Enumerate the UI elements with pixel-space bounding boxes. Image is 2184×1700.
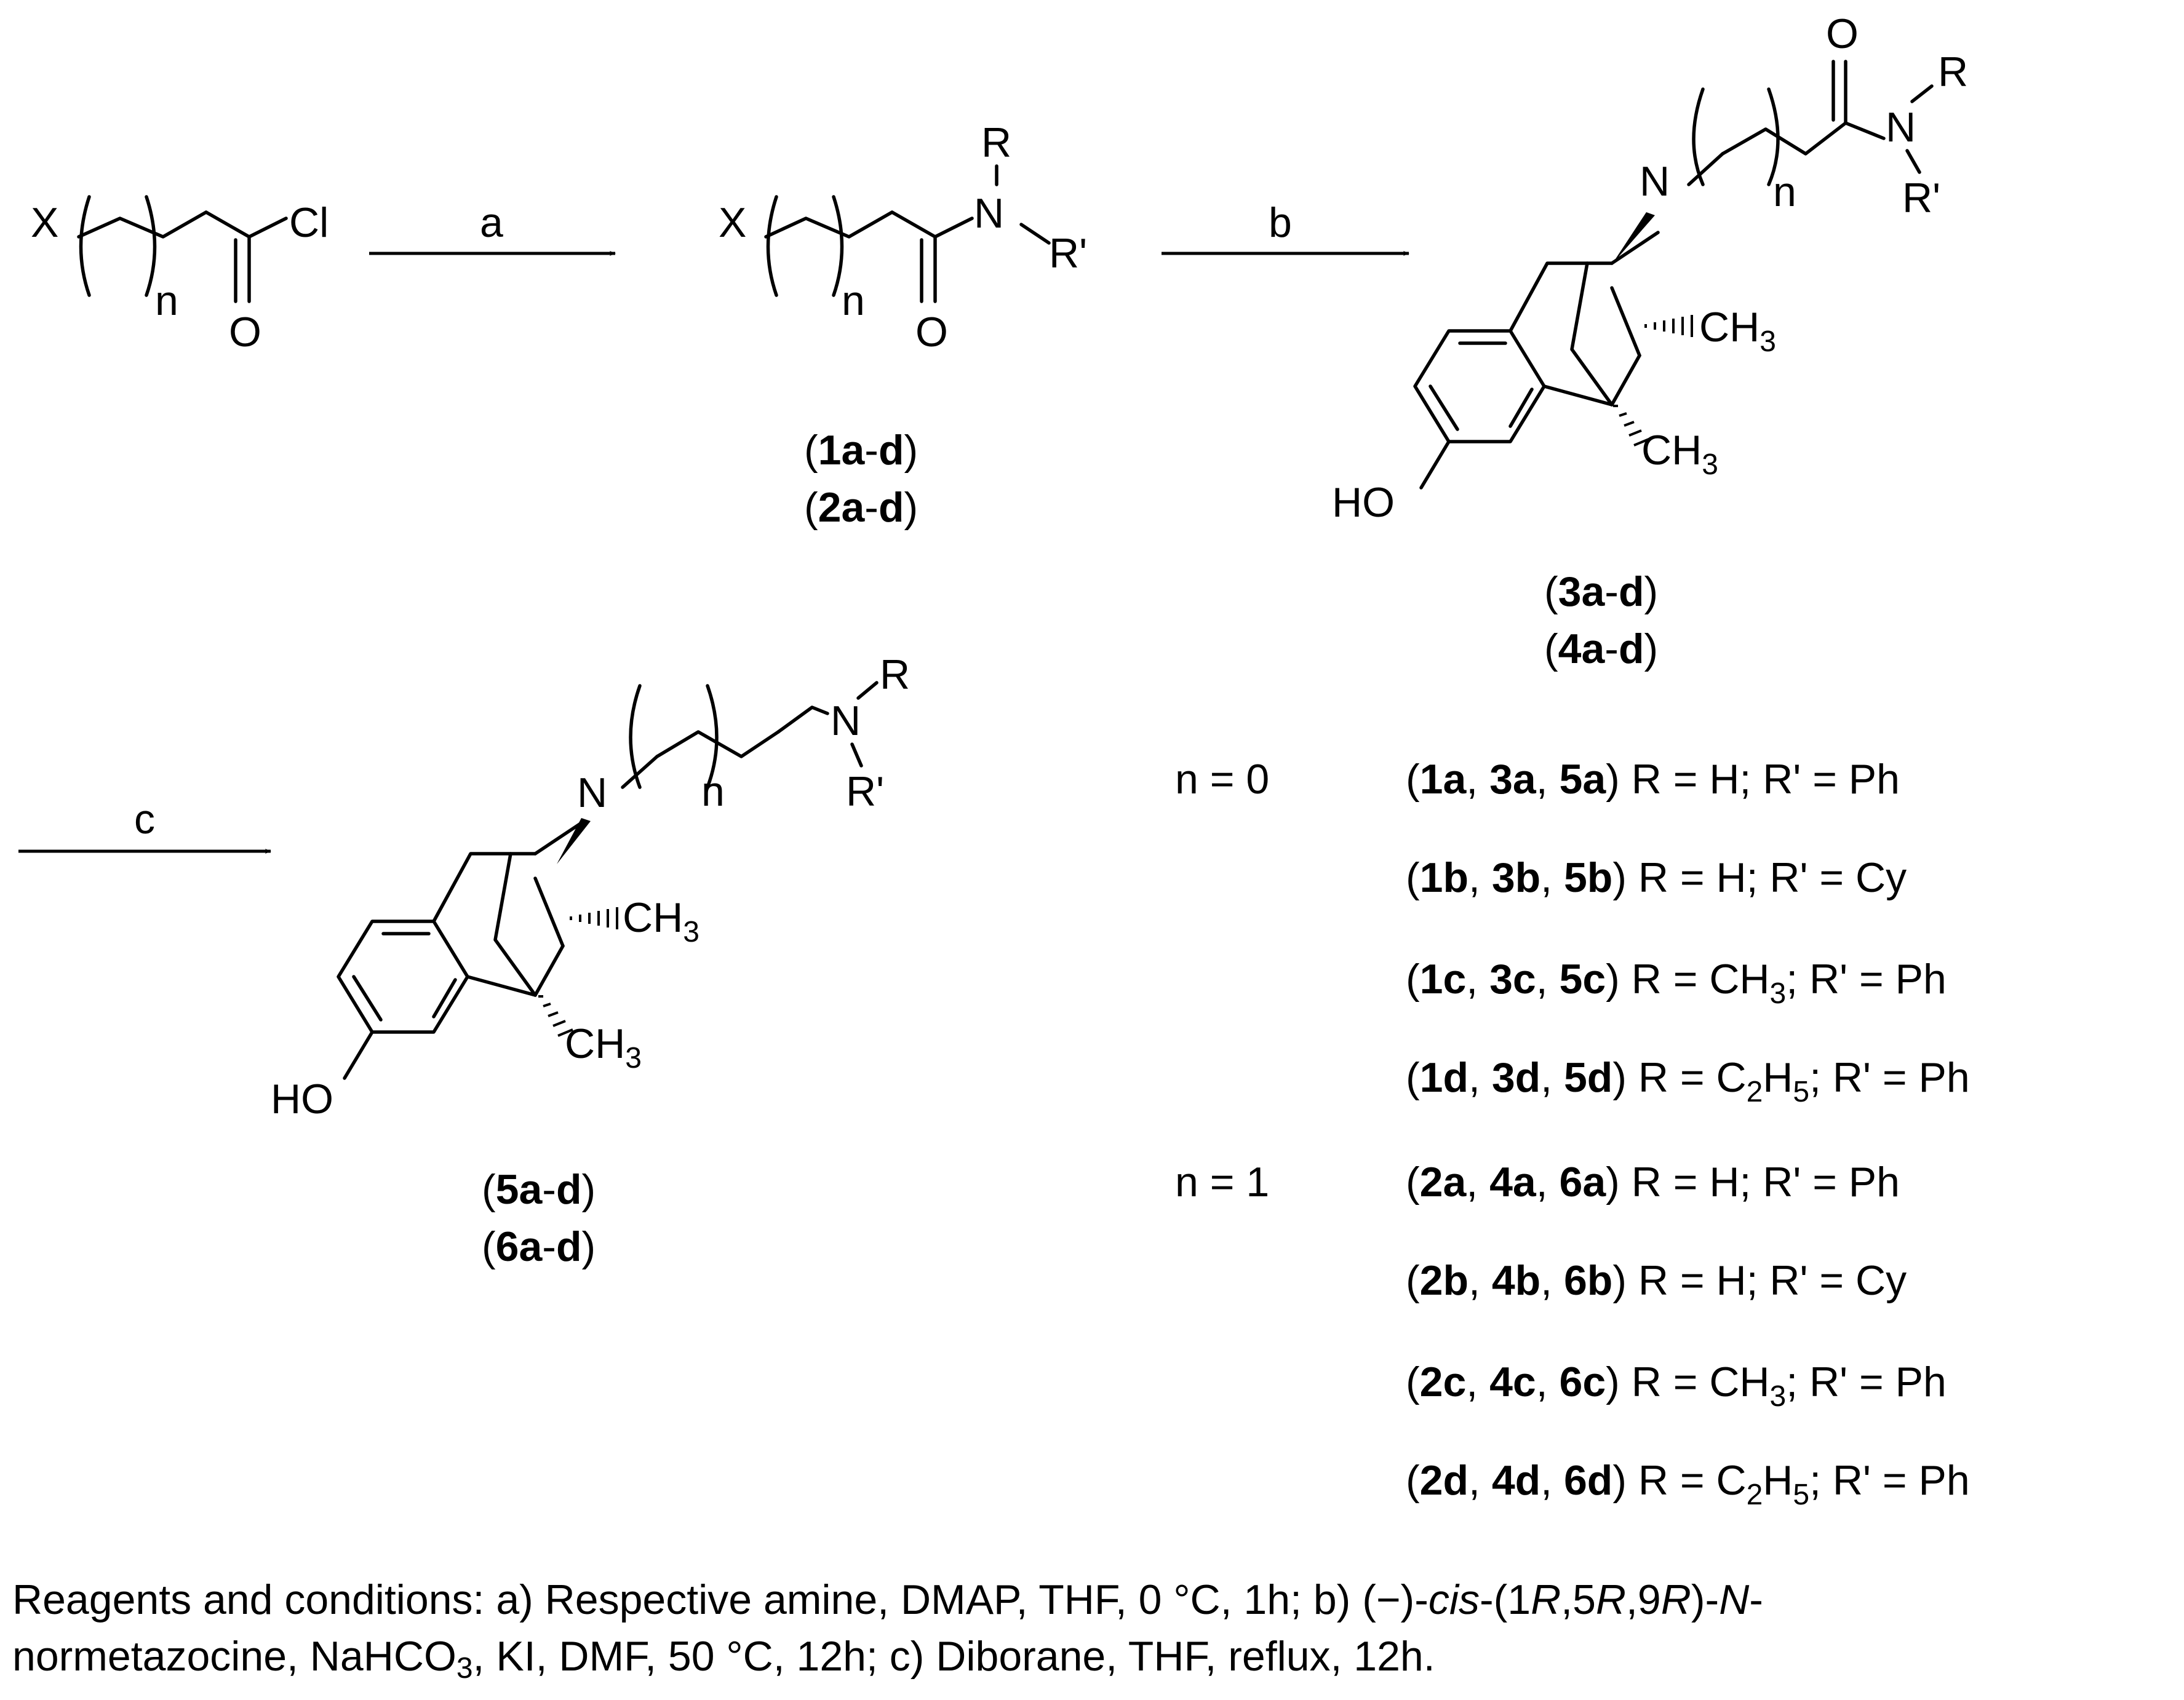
paren-left bbox=[629, 684, 642, 789]
arrow-b: b bbox=[1162, 199, 1409, 256]
legend-row: (1b, 3b, 5b) R = H; R' = Cy bbox=[1406, 854, 1907, 901]
paren-right bbox=[145, 195, 157, 297]
n-rp-bond bbox=[1019, 223, 1051, 245]
compound-label-2: (2a-d) bbox=[804, 484, 918, 531]
atom-ch3-2: CH3 bbox=[1641, 427, 1718, 481]
atom-n: N bbox=[831, 697, 861, 744]
n-rp-bond bbox=[850, 742, 863, 768]
chain-2 bbox=[890, 210, 974, 239]
atom-n: N bbox=[1640, 158, 1670, 205]
atom-n: N bbox=[974, 190, 1004, 237]
reaction-conditions: Reagents and conditions: a) Respective a… bbox=[12, 1576, 1763, 1685]
chain-2 bbox=[655, 730, 780, 758]
paren-left bbox=[1692, 87, 1705, 186]
atom-rp: R' bbox=[1049, 230, 1087, 277]
arrow-label-b: b bbox=[1269, 199, 1292, 246]
legend-row: (2d, 4d, 6d) R = C2H5; R' = Ph bbox=[1406, 1457, 1970, 1511]
atom-r: R bbox=[981, 119, 1011, 166]
compound-label-4: (4a-d) bbox=[1544, 626, 1658, 672]
atom-n: N bbox=[1886, 104, 1916, 151]
wedge-bond bbox=[557, 818, 591, 864]
benzomorphan-amine: HO N CH3 CH3 n N R R' bbox=[271, 651, 910, 1122]
wedge-bond bbox=[1612, 212, 1655, 264]
repeat-n: n bbox=[155, 277, 178, 324]
legend-row: (1a, 3a, 5a) R = H; R' = Ph bbox=[1406, 756, 1900, 803]
arrow-label-a: a bbox=[480, 199, 503, 246]
c-n-bond bbox=[1844, 121, 1886, 140]
benzomorphan-core bbox=[338, 823, 581, 1078]
atom-cl: Cl bbox=[289, 199, 329, 246]
legend-row: (2c, 4c, 6c) R = CH3; R' = Ph bbox=[1406, 1359, 1947, 1413]
hash-bond-1 bbox=[570, 907, 618, 929]
compound-label-5: (5a-d) bbox=[482, 1166, 596, 1213]
chain bbox=[1687, 152, 1724, 186]
n-r-bond bbox=[1910, 84, 1934, 103]
atom-n: N bbox=[577, 769, 607, 816]
atom-o: O bbox=[1826, 10, 1859, 57]
paren-right bbox=[706, 684, 719, 789]
chain-3 bbox=[776, 705, 829, 734]
benzomorphan-core bbox=[1415, 232, 1658, 488]
carbonyl bbox=[234, 235, 251, 303]
legend-row: (2a, 4a, 6a) R = H; R' = Ph bbox=[1406, 1159, 1900, 1205]
atom-r: R bbox=[880, 651, 910, 698]
paren-right bbox=[832, 195, 844, 297]
repeat-n: n bbox=[701, 768, 725, 815]
carbonyl bbox=[1831, 60, 1847, 125]
atom-o: O bbox=[915, 309, 948, 355]
atom-x: X bbox=[719, 199, 746, 246]
legend-row: (1d, 3d, 5d) R = C2H5; R' = Ph bbox=[1406, 1054, 1970, 1108]
compound-label-3: (3a-d) bbox=[1544, 568, 1658, 615]
reaction-scheme: X n Cl O a X n N R R' O (1a-d) (2a-d) bbox=[18, 10, 1970, 1511]
benzomorphan-amide: HO N CH3 CH3 n O N R R' bbox=[1332, 10, 1968, 526]
atom-r: R bbox=[1938, 49, 1968, 95]
atom-ho: HO bbox=[1332, 479, 1395, 526]
legend-rows: (1a, 3a, 5a) R = H; R' = Ph (1b, 3b, 5b) … bbox=[1406, 756, 1970, 1511]
legend-row: (1c, 3c, 5c) R = CH3; R' = Ph bbox=[1406, 956, 1947, 1010]
arrow-label-c: c bbox=[134, 796, 155, 843]
atom-rp: R' bbox=[1902, 175, 1940, 221]
chain bbox=[77, 210, 208, 239]
legend-n1: n = 1 bbox=[1175, 1159, 1269, 1205]
atom-ch3: CH3 bbox=[623, 894, 699, 948]
repeat-n: n bbox=[1773, 169, 1796, 215]
paren-left bbox=[766, 195, 778, 297]
compound-label-1: (1a-d) bbox=[804, 427, 918, 474]
atom-rp: R' bbox=[846, 768, 884, 815]
legend-n0: n = 0 bbox=[1175, 756, 1269, 803]
atom-ch3-2: CH3 bbox=[565, 1020, 642, 1074]
hash-bond-1 bbox=[1644, 315, 1693, 337]
n-rp-bond bbox=[1905, 149, 1921, 174]
n-r-bond bbox=[856, 681, 879, 700]
chain bbox=[764, 210, 894, 239]
hash-bond-2 bbox=[538, 995, 573, 1037]
chain-2 bbox=[1721, 121, 1847, 156]
atom-ho: HO bbox=[271, 1076, 333, 1122]
amide-intermediate: X n N R R' O bbox=[719, 119, 1087, 355]
carbonyl bbox=[920, 235, 937, 303]
substituent-legend: n = 0 n = 1 (1a, 3a, 5a) R = H; R' = Ph(… bbox=[1175, 756, 1970, 1511]
paren-left bbox=[79, 195, 91, 297]
arrow-a: a bbox=[369, 199, 616, 256]
atom-x: X bbox=[31, 199, 58, 246]
arrow-c: c bbox=[18, 796, 271, 854]
atom-ch3: CH3 bbox=[1699, 304, 1776, 358]
compound-label-6: (6a-d) bbox=[482, 1223, 596, 1270]
legend-row: (2b, 4b, 6b) R = H; R' = Cy bbox=[1406, 1257, 1907, 1304]
starting-material: X n Cl O bbox=[31, 195, 329, 355]
repeat-n: n bbox=[842, 277, 865, 324]
paren-right bbox=[1767, 87, 1780, 186]
hash-bond-2 bbox=[1613, 405, 1649, 447]
chain bbox=[621, 755, 659, 789]
chain-2 bbox=[204, 210, 288, 239]
atom-o: O bbox=[229, 309, 261, 355]
